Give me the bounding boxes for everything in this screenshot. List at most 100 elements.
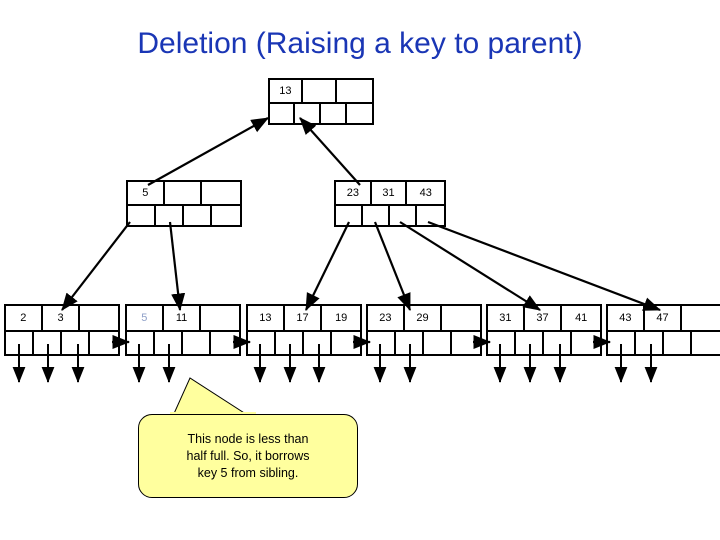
root-key-2[interactable]: [337, 80, 372, 102]
root-key-row: 13: [268, 78, 374, 102]
leaf-2-pointer-3[interactable]: [211, 332, 239, 354]
leaf-3-key-2[interactable]: 19: [335, 311, 348, 324]
internal-left-pointer-3[interactable]: [212, 206, 240, 225]
root-pointer-0[interactable]: [270, 104, 296, 123]
root-pointer-2[interactable]: [321, 104, 348, 123]
internal-right-key-1[interactable]: 31: [372, 182, 408, 204]
leaf-4-pointer-3[interactable]: [452, 332, 480, 354]
leaf-1-pointer-1[interactable]: [34, 332, 63, 354]
leaf-2-pointer-0[interactable]: [127, 332, 156, 354]
leaf-5-key-row: 31 37 41: [486, 304, 602, 330]
leaf-2-key-2[interactable]: [201, 306, 239, 330]
leaf-2-key-1[interactable]: 11: [164, 306, 202, 330]
leaf-1-key-1[interactable]: 3: [43, 306, 81, 330]
callout-line-1: This node is less than: [187, 431, 309, 446]
leaf-6-pointer-3[interactable]: [692, 332, 720, 354]
leaf-6-key-0[interactable]: 43: [608, 306, 645, 330]
leaf-node-3[interactable]: 13 17 19: [246, 304, 362, 356]
leaf-6-pointer-1[interactable]: [636, 332, 665, 354]
callout-text: This node is less than half full. So, it…: [175, 431, 322, 482]
link-left-internal-to-leaf-2: [168, 221, 186, 312]
internal-right-key-2[interactable]: 43: [419, 186, 432, 199]
leaf-3-pointer-row: [246, 330, 362, 356]
link-right-internal-to-root: [299, 117, 361, 186]
leaf-3-pointer-3[interactable]: [332, 332, 360, 354]
leaf-4-pointer-0[interactable]: [368, 332, 397, 354]
link-left-internal-to-root: [147, 117, 269, 186]
link-left-internal-to-leaf-1: [61, 221, 131, 311]
internal-right-key-0[interactable]: 23: [336, 182, 372, 204]
leaf-2-pointer-1[interactable]: [155, 332, 184, 354]
internal-right-pointer-1[interactable]: [363, 206, 391, 225]
leaf-2-pointer-2[interactable]: [183, 332, 212, 354]
leaf-node-6[interactable]: 43 47: [606, 304, 720, 356]
leaf-4-key-1[interactable]: 29: [405, 306, 443, 330]
leaf-6-pointer-2[interactable]: [664, 332, 693, 354]
internal-right-key-row: 23 31 43: [334, 180, 446, 204]
root-pointer-3[interactable]: [347, 104, 372, 123]
leaf-6-pointer-row: [606, 330, 720, 356]
internal-right-pointer-2[interactable]: [390, 206, 418, 225]
internal-left-pointer-row: [126, 204, 242, 227]
internal-left-key-2[interactable]: [202, 182, 240, 204]
leaf-1-pointer-3[interactable]: [90, 332, 118, 354]
explanation-callout[interactable]: This node is less than half full. So, it…: [138, 414, 358, 498]
internal-left-key-1[interactable]: [165, 182, 203, 204]
leaf-4-key-0[interactable]: 23: [368, 306, 405, 330]
internal-left-key-row: 5: [126, 180, 242, 204]
link-right-internal-to-leaf-3: [305, 221, 350, 311]
root-pointer-1[interactable]: [295, 104, 322, 123]
link-right-internal-to-leaf-6: [427, 220, 662, 312]
leaf-5-pointer-1[interactable]: [516, 332, 545, 354]
leaf-node-5[interactable]: 31 37 41: [486, 304, 602, 356]
leaf-1-pointer-row: [4, 330, 120, 356]
leaf-6-key-2[interactable]: [682, 306, 720, 330]
page-title: Deletion (Raising a key to parent): [137, 27, 583, 60]
leaf-node-2[interactable]: 5 11: [125, 304, 241, 356]
leaf-3-pointer-1[interactable]: [276, 332, 305, 354]
leaf-5-pointer-3[interactable]: [572, 332, 600, 354]
link-right-internal-to-leaf-5: [399, 221, 541, 311]
root-key-0[interactable]: 13: [270, 80, 303, 102]
leaf-3-pointer-0[interactable]: [248, 332, 277, 354]
leaf-node-4[interactable]: 23 29: [366, 304, 482, 356]
leaf-3-key-1[interactable]: 17: [285, 306, 323, 330]
leaf-1-key-row: 2 3: [4, 304, 120, 330]
internal-left-pointer-2[interactable]: [184, 206, 213, 225]
leaf-6-key-1[interactable]: 47: [645, 306, 683, 330]
leaf-5-key-2[interactable]: 41: [575, 311, 588, 324]
leaf-1-pointer-0[interactable]: [6, 332, 35, 354]
leaf-5-pointer-0[interactable]: [488, 332, 517, 354]
leaf-2-pointer-row: [125, 330, 241, 356]
leaf-4-key-row: 23 29: [366, 304, 482, 330]
leaf-4-pointer-1[interactable]: [396, 332, 425, 354]
leaf-3-key-row: 13 17 19: [246, 304, 362, 330]
internal-node-left[interactable]: 5: [126, 180, 242, 227]
internal-left-pointer-0[interactable]: [128, 206, 157, 225]
leaf-1-key-0[interactable]: 2: [6, 306, 43, 330]
leaf-1-key-2[interactable]: [80, 306, 118, 330]
internal-left-pointer-1[interactable]: [156, 206, 185, 225]
callout-line-2: half full. So, it borrows: [186, 448, 310, 463]
leaf-6-pointer-0[interactable]: [608, 332, 637, 354]
leaf-4-key-2[interactable]: [442, 306, 480, 330]
internal-right-pointer-0[interactable]: [336, 206, 364, 225]
leaf-5-pointer-row: [486, 330, 602, 356]
internal-right-pointer-3[interactable]: [417, 206, 444, 225]
root-pointer-row: [268, 102, 374, 125]
internal-node-right[interactable]: 23 31 43: [334, 180, 446, 227]
leaf-5-pointer-2[interactable]: [544, 332, 573, 354]
leaf-5-key-1[interactable]: 37: [525, 306, 563, 330]
internal-left-key-0[interactable]: 5: [128, 182, 165, 204]
leaf-3-key-0[interactable]: 13: [248, 306, 285, 330]
leaf-4-pointer-2[interactable]: [424, 332, 453, 354]
root-key-1[interactable]: [303, 80, 338, 102]
root-node[interactable]: 13: [268, 78, 374, 125]
leaf-3-pointer-2[interactable]: [304, 332, 333, 354]
internal-right-pointer-row: [334, 204, 446, 227]
leaf-2-key-0[interactable]: 5: [127, 306, 164, 330]
leaf-1-pointer-2[interactable]: [62, 332, 91, 354]
leaf-node-1[interactable]: 2 3: [4, 304, 120, 356]
leaf-5-key-0[interactable]: 31: [488, 306, 525, 330]
